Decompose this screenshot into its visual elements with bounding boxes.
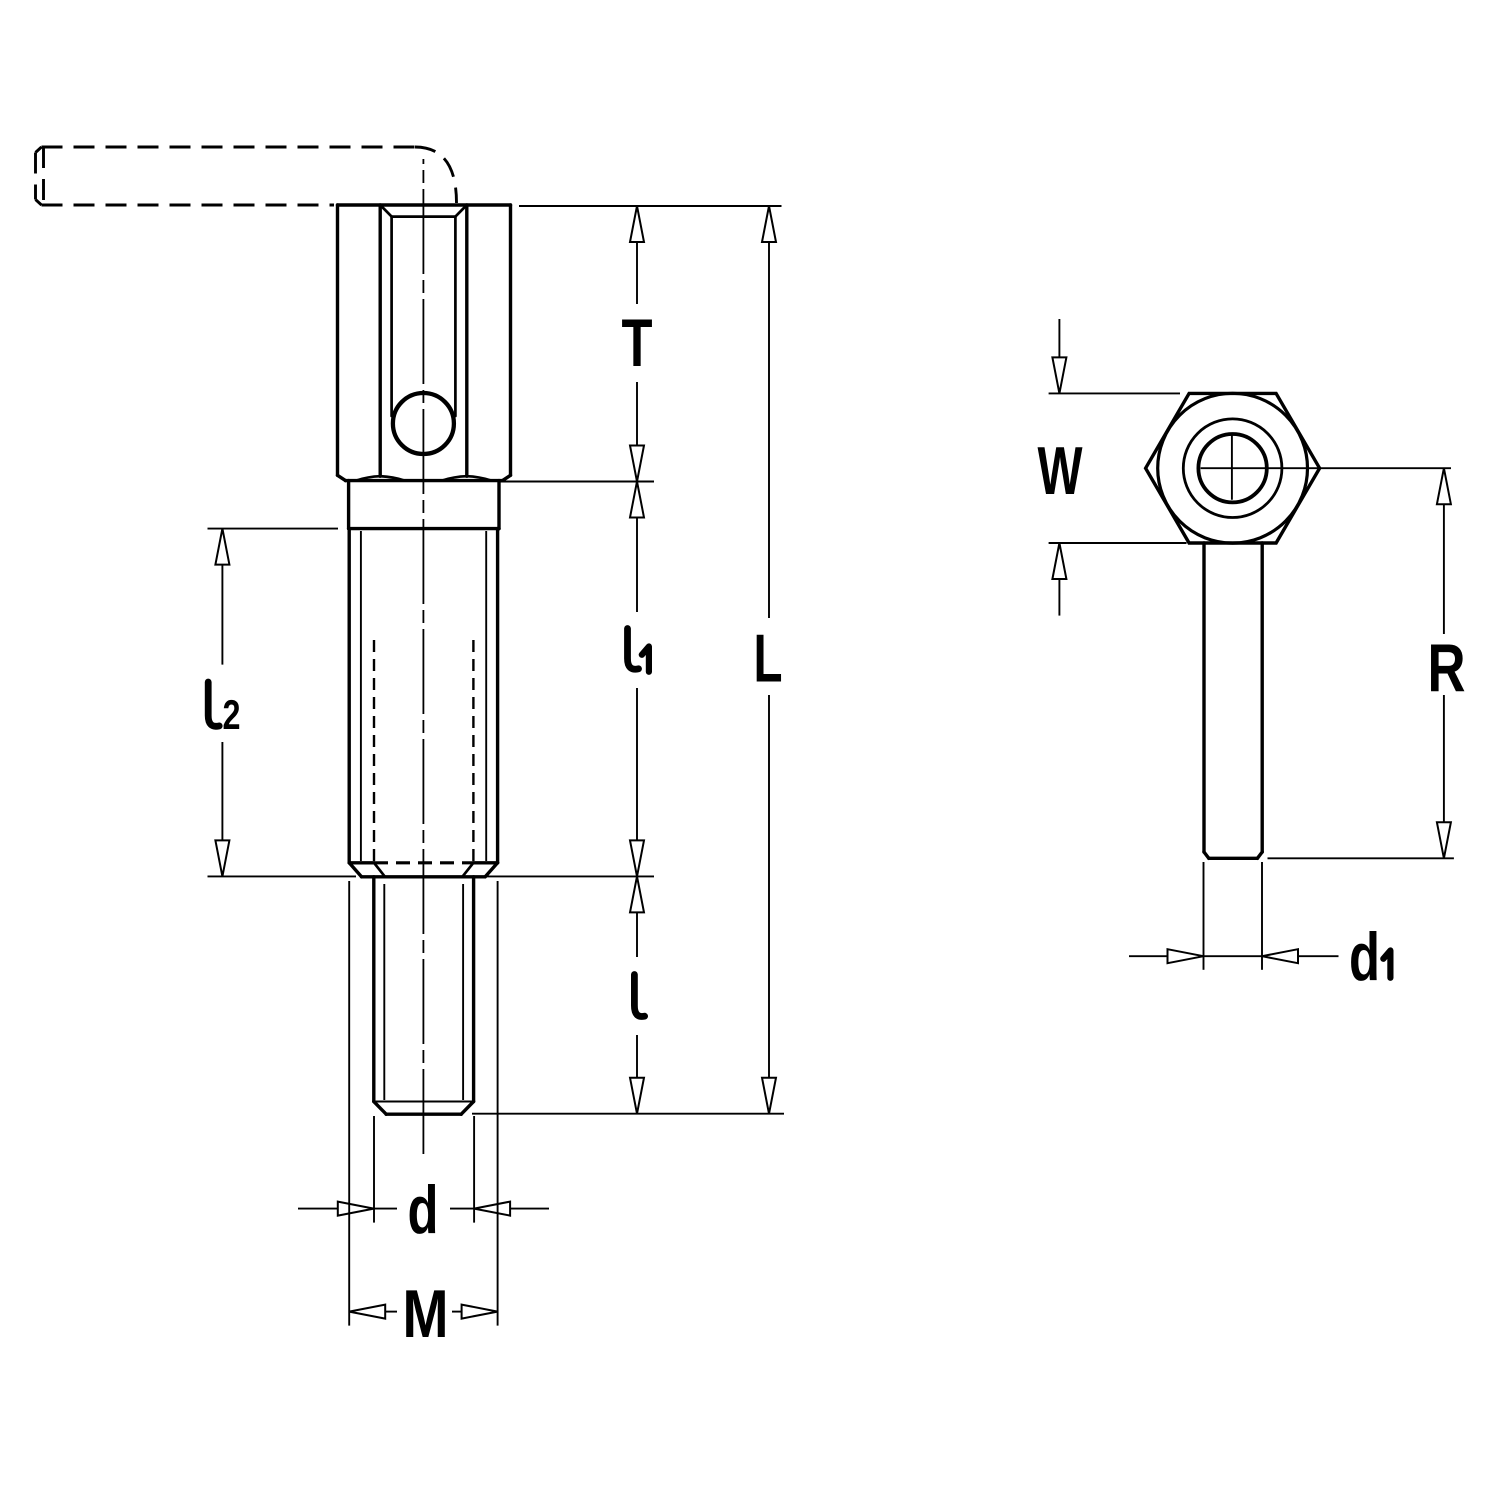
slot-chamfer-left: [380, 205, 393, 218]
tommy-bar-end-chamfer-bottom: [34, 198, 43, 207]
dimension-annotations: T l1 l L l2 d M W R d 1: [204, 205, 1466, 1352]
dim-W-arrow-top: [1051, 356, 1068, 394]
dim-M: M: [348, 881, 499, 1352]
dim-M-arrow-left: [349, 1303, 387, 1320]
dim-l2-label: l2: [204, 678, 241, 738]
dim-d1: d 1: [1129, 862, 1394, 995]
stud-chamfer-right: [459, 1099, 476, 1116]
dim-R-arrow-bottom: [1435, 821, 1453, 859]
dim-R: R: [1267, 468, 1466, 860]
dim-L-arrow-bottom: [760, 1076, 778, 1114]
stud: [372, 875, 476, 1116]
dim-R-label: R: [1428, 630, 1466, 706]
dim-l2: l2: [204, 527, 356, 878]
dim-W-arrow-bottom: [1051, 542, 1068, 580]
dim-l2-letter: [204, 678, 223, 730]
bore-chamfer-right: [460, 861, 475, 879]
dim-l1-arrow-bottom: [628, 839, 646, 877]
dim-W: W: [1038, 319, 1187, 616]
slot-chamfer-right: [454, 205, 467, 218]
dim-L-arrow-top: [760, 205, 778, 243]
dim-d-label: d: [408, 1172, 439, 1248]
stud-chamfer-left: [372, 1099, 388, 1116]
dim-M-label: M: [403, 1276, 449, 1352]
dim-l-arrow-top: [628, 876, 646, 914]
dim-d1-label: d: [1349, 919, 1380, 995]
head-chamfer-arc-left: [354, 474, 407, 482]
dim-d1-subscript-glyph: [1380, 947, 1394, 981]
body-chamfer-left: [347, 861, 364, 879]
dim-R-arrow-top: [1435, 468, 1453, 506]
dim-l1-label: l1: [624, 625, 652, 675]
dim-d: d: [298, 1116, 549, 1248]
dim-L: L: [754, 205, 783, 1114]
dim-l2-arrow-top: [214, 528, 231, 566]
dim-l1-arrow-top: [628, 481, 646, 519]
front-view: [34, 145, 513, 1159]
dim-T-label: T: [622, 305, 653, 381]
side-view: [1143, 391, 1451, 860]
dim-T-arrow-bottom: [628, 444, 646, 482]
body-chamfer-right: [483, 861, 500, 879]
dim-T-arrow-top: [628, 205, 646, 243]
tommy-bar-phantom: [34, 145, 458, 207]
dim-W-label: W: [1038, 433, 1084, 509]
dim-l2-arrow-bottom: [214, 839, 231, 877]
bore-chamfer-left: [372, 861, 387, 879]
dim-d-arrow-left: [336, 1200, 374, 1217]
dim-l-arrow-bottom: [628, 1076, 646, 1114]
dim-T: T: [622, 205, 653, 482]
dim-d1-arrow-left: [1166, 947, 1204, 965]
dim-l2-subscript: 2: [223, 691, 241, 738]
dim-l1-subscript-glyph: [638, 643, 652, 675]
head-chamfer-arc-right: [440, 474, 493, 482]
tommy-bar-bend: [414, 145, 458, 204]
dim-l: l: [628, 876, 648, 1114]
dim-d-arrow-right: [473, 1200, 512, 1217]
dim-l-letter: [631, 971, 648, 1020]
dim-L-label: L: [754, 621, 783, 697]
dim-l-label: l: [631, 971, 648, 1020]
tommy-bar-end-chamfer-top: [34, 145, 43, 154]
dim-l1-letter: [624, 625, 642, 673]
dim-d1-arrow-right: [1261, 947, 1299, 965]
dim-l1: l1: [624, 481, 652, 877]
dim-M-arrow-right: [460, 1303, 498, 1320]
